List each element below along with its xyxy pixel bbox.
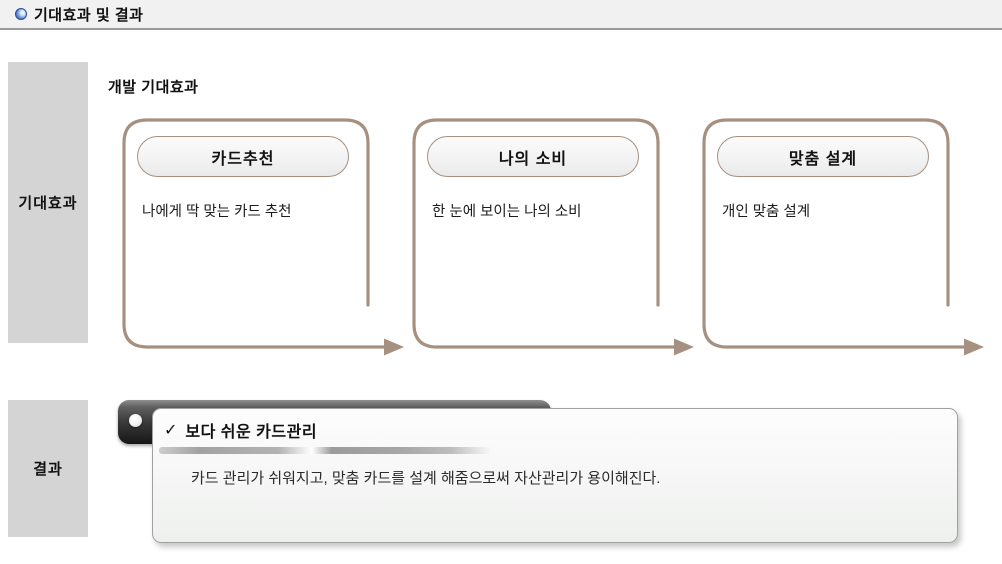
subsection-title: 개발 기대효과 (108, 79, 199, 96)
row-label-result-text: 결과 (33, 461, 63, 478)
callout-body: 카드 관리가 쉬워지고, 맞춤 카드를 설계 해줌으로써 자산관리가 용이해진다… (191, 470, 661, 487)
effect-card-custom-design: 맞춤 설계 개인 맞춤 설계 (700, 115, 990, 360)
card-outline-arrow (412, 118, 694, 356)
card-description: 나에게 딱 맞는 카드 추천 (142, 204, 292, 220)
card-title-pill: 나의 소비 (427, 136, 639, 177)
card-description: 개인 맞춤 설계 (722, 204, 811, 220)
card-outline-arrow (122, 118, 404, 356)
result-callout: ✓ 보다 쉬운 카드관리 카드 관리가 쉬워지고, 맞춤 카드를 설계 해줌으로… (152, 408, 958, 543)
card-outline-arrow (702, 118, 984, 356)
row-label-result: 결과 (8, 400, 88, 537)
callout-header: ✓ 보다 쉬운 카드관리 (164, 418, 317, 442)
page-title: 기대효과 및 결과 (34, 6, 144, 24)
card-title-pill: 맞춤 설계 (717, 136, 929, 177)
bullet-dot-icon (129, 414, 142, 427)
callout-title: 보다 쉬운 카드관리 (185, 424, 318, 441)
card-description: 한 눈에 보이는 나의 소비 (432, 204, 582, 220)
effect-card-recommendation: 카드추천 나에게 딱 맞는 카드 추천 (120, 115, 410, 360)
row-label-expected-text: 기대효과 (18, 195, 78, 212)
card-title-pill: 카드추천 (137, 136, 349, 177)
effect-card-consumption: 나의 소비 한 눈에 보이는 나의 소비 (410, 115, 700, 360)
divider (159, 447, 491, 454)
section-header: 기대효과 및 결과 (0, 0, 1002, 30)
check-icon: ✓ (164, 422, 178, 439)
card-title: 나의 소비 (498, 150, 568, 168)
card-title: 맞춤 설계 (788, 150, 858, 168)
bullet-sphere-icon (15, 8, 27, 20)
row-label-expected: 기대효과 (8, 62, 88, 343)
card-title: 카드추천 (211, 150, 275, 168)
